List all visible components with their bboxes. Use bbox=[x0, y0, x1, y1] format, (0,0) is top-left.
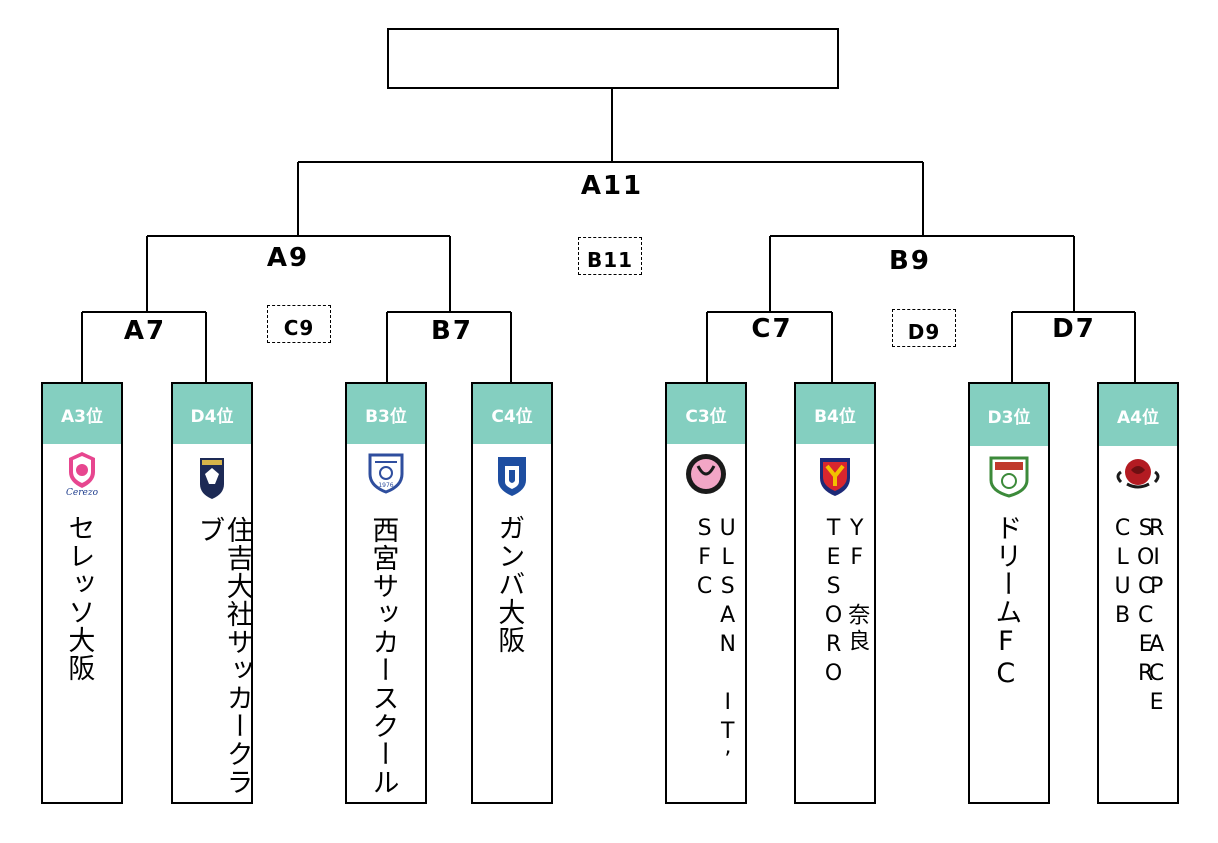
cerezo-osaka-emblem: Cerezo bbox=[62, 450, 102, 500]
team-card-sumiyoshi: D4位 住吉大社サッカークラブ bbox=[171, 382, 253, 804]
final-match-label: A11 bbox=[580, 171, 644, 201]
team-name: 住吉大社サッカークラブ bbox=[193, 516, 253, 796]
team-name-line-2: SOCCER CLUB bbox=[1110, 516, 1159, 690]
gamba-osaka-emblem bbox=[495, 454, 529, 502]
right-semifinal-loser-label: D9 bbox=[892, 309, 956, 347]
quarterfinal-b7-label: B7 bbox=[431, 316, 473, 346]
team-card-dream-fc: D3位 ドリームFC bbox=[968, 382, 1050, 804]
team-card-yf-nara: B4位 YF 奈良TESORO bbox=[794, 382, 876, 804]
seed-badge: B4位 bbox=[796, 384, 874, 444]
team-card-rip-ace: A4位 RIP ACE SOCCER CLUB bbox=[1097, 382, 1179, 804]
nishinomiya-ss-emblem: 1976 bbox=[366, 452, 406, 498]
quarterfinal-d7-label: D7 bbox=[1052, 314, 1096, 344]
team-name: 西宮サッカースクール bbox=[367, 516, 399, 796]
ulsan-its-fc-emblem bbox=[684, 452, 728, 500]
team-name: セレッソ大阪 bbox=[63, 514, 95, 682]
dream-fc-emblem bbox=[988, 454, 1030, 502]
rip-ace-rose-emblem bbox=[1113, 454, 1163, 498]
champion-box bbox=[387, 28, 839, 89]
quarterfinal-a7-label: A7 bbox=[123, 316, 167, 346]
seed-badge: A3位 bbox=[43, 384, 121, 444]
team-name: ガンバ大阪 bbox=[493, 514, 525, 654]
team-card-ulsan: C3位 ULSAN IT’ SFC bbox=[665, 382, 747, 804]
third-place-match-label: B11 bbox=[578, 237, 642, 275]
team-card-cerezo: A3位 Cerezo セレッソ大阪 bbox=[41, 382, 123, 804]
seed-badge: C4位 bbox=[473, 384, 551, 444]
sumiyoshi-taisha-emblem bbox=[197, 454, 227, 504]
team-name: ドリームFC bbox=[990, 514, 1022, 690]
team-name: ULSAN IT’ SFC bbox=[692, 516, 741, 777]
quarterfinal-c7-label: C7 bbox=[751, 314, 793, 344]
seed-badge: A4位 bbox=[1099, 384, 1177, 446]
team-card-nishinomiya: B3位 1976 西宮サッカースクール bbox=[345, 382, 427, 804]
left-semifinal-loser-label: C9 bbox=[267, 305, 331, 343]
seed-badge: D3位 bbox=[970, 384, 1048, 446]
team-name-line-1: RIP ACE bbox=[1144, 516, 1170, 719]
left-semifinal-label: A9 bbox=[266, 243, 310, 273]
team-name: YF 奈良TESORO bbox=[821, 516, 870, 690]
seed-badge: D4位 bbox=[173, 384, 251, 444]
seed-badge: B3位 bbox=[347, 384, 425, 444]
seed-badge: C3位 bbox=[667, 384, 745, 444]
team-card-gamba: C4位 ガンバ大阪 bbox=[471, 382, 553, 804]
right-semifinal-label: B9 bbox=[889, 246, 931, 276]
svg-text:Cerezo: Cerezo bbox=[66, 488, 99, 496]
svg-text:1976: 1976 bbox=[378, 482, 393, 489]
yf-nara-tesoro-emblem bbox=[817, 454, 853, 502]
